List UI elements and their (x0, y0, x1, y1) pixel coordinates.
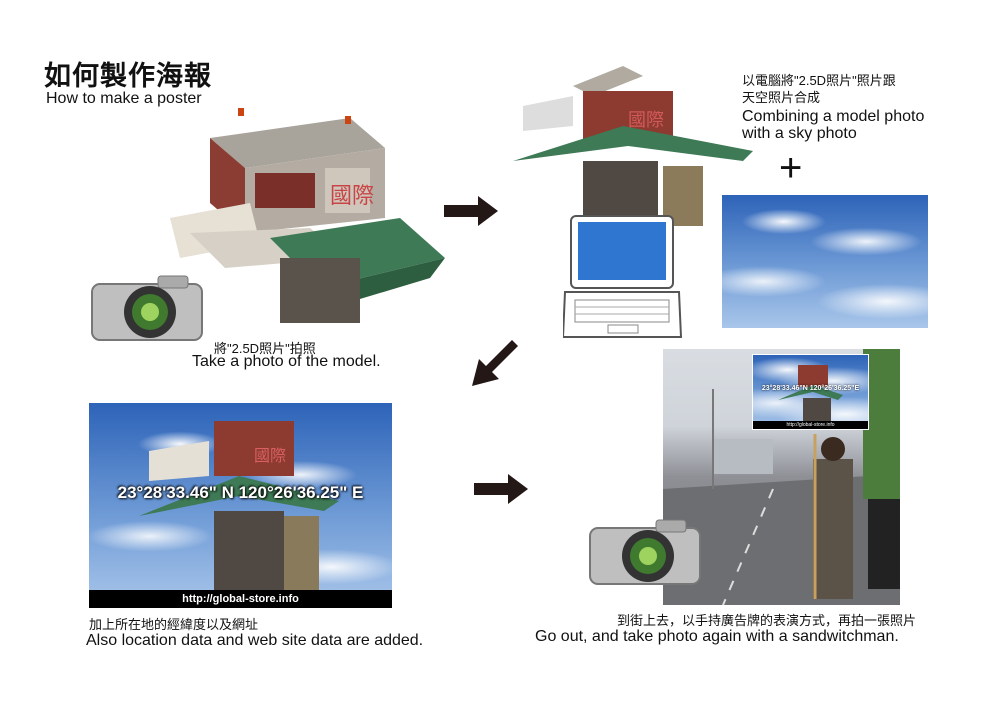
plus-sign: + (779, 146, 803, 190)
laptop-icon (563, 215, 683, 338)
held-sign: 23°28'33.46"N 120°26'36.25"E http://glob… (752, 354, 869, 430)
arrow-right-icon (444, 196, 498, 226)
step2-caption-en-1: Combining a model photo (742, 108, 925, 125)
svg-text:國際: 國際 (628, 110, 664, 131)
step1-caption-en: Take a photo of the model. (192, 353, 381, 370)
street-scene-image (663, 349, 900, 605)
poster-web-address: http://global-store.info (89, 590, 392, 608)
poster-coordinates: 23°28'33.46" N 120°26'36.25" E (117, 483, 364, 502)
step3-caption-zh: 加上所在地的經緯度以及網址 (89, 617, 259, 632)
arrow-down-left-icon (472, 340, 520, 386)
sign-web-address: http://global-store.info (753, 421, 868, 429)
poster-title-en: How to make a poster (46, 90, 202, 107)
step4-caption-en: Go out, and take photo again with a sand… (535, 628, 899, 645)
step2-caption-zh-2: 天空照片合成 (742, 90, 821, 105)
step2-caption-zh-1: 以電腦將"2.5D照片"照片跟 (742, 73, 896, 88)
poster-title-zh: 如何製作海報 (44, 61, 212, 91)
step4-caption-zh: 到街上去，以手持廣告牌的表演方式，再拍一張照片 (617, 613, 917, 628)
sign-coordinates: 23°28'33.46"N 120°26'36.25"E (761, 385, 860, 392)
camera-icon (589, 519, 701, 585)
sign-model-image (778, 365, 843, 425)
svg-text:國際: 國際 (254, 446, 286, 465)
sky-photo (722, 195, 928, 328)
camera-icon (91, 275, 203, 341)
street-photo: 23°28'33.46"N 120°26'36.25"E http://glob… (663, 349, 900, 605)
step2-caption-en-2: with a sky photo (742, 125, 857, 142)
model-house-image: 國際 (170, 108, 445, 323)
composite-poster: 國際 23°28'33.46" N 120°26'36.25" E http:/… (89, 403, 392, 608)
step1-caption-zh: 將"2.5D照片"拍照 (214, 341, 316, 356)
step3-caption-en: Also location data and web site data are… (86, 632, 424, 649)
svg-text:國際: 國際 (330, 184, 374, 209)
poster-model-image: 國際 (139, 421, 339, 596)
arrow-right-icon (474, 474, 528, 504)
